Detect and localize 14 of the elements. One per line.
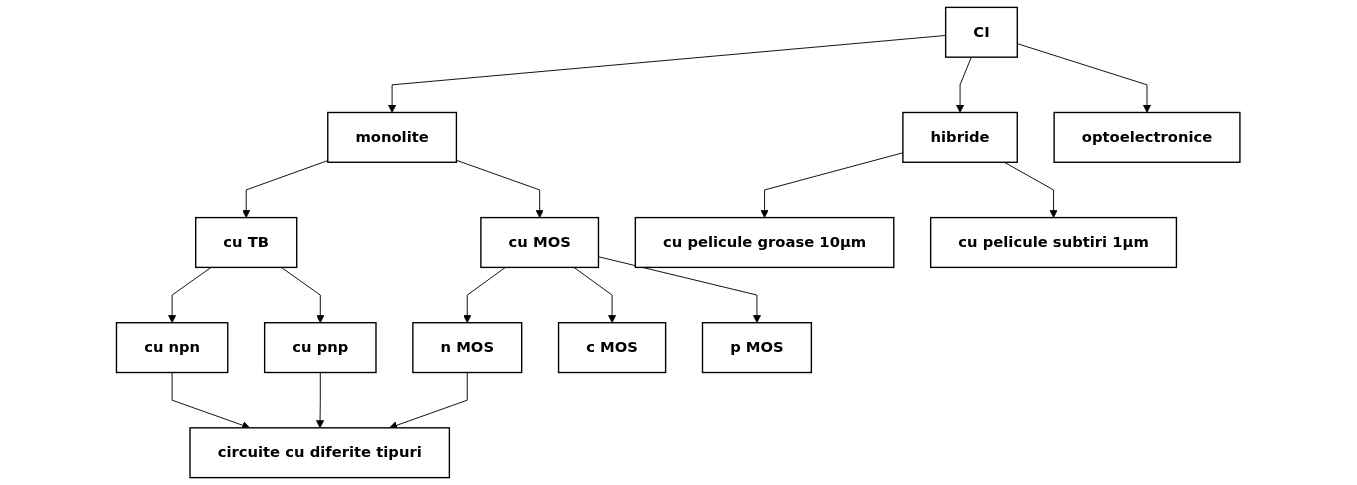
node-box: optoelectronice <box>1053 111 1241 163</box>
node-box: n MOS <box>412 322 523 374</box>
node-box: cu TB <box>195 216 298 269</box>
node-box: CI <box>945 6 1019 58</box>
node-box: cu npn <box>116 322 229 374</box>
node-box: p MOS <box>702 322 813 374</box>
node-box: cu MOS <box>480 216 600 269</box>
node-box: c MOS <box>558 322 667 374</box>
node-box: cu pelicule groase 10μm <box>634 216 895 269</box>
node-box: monolite <box>327 111 458 163</box>
node-box: hibride <box>902 111 1019 163</box>
node-box: cu pelicule subtiri 1μm <box>930 216 1178 269</box>
node-box: cu pnp <box>264 322 377 374</box>
node-box: circuite cu diferite tipuri <box>189 427 451 479</box>
